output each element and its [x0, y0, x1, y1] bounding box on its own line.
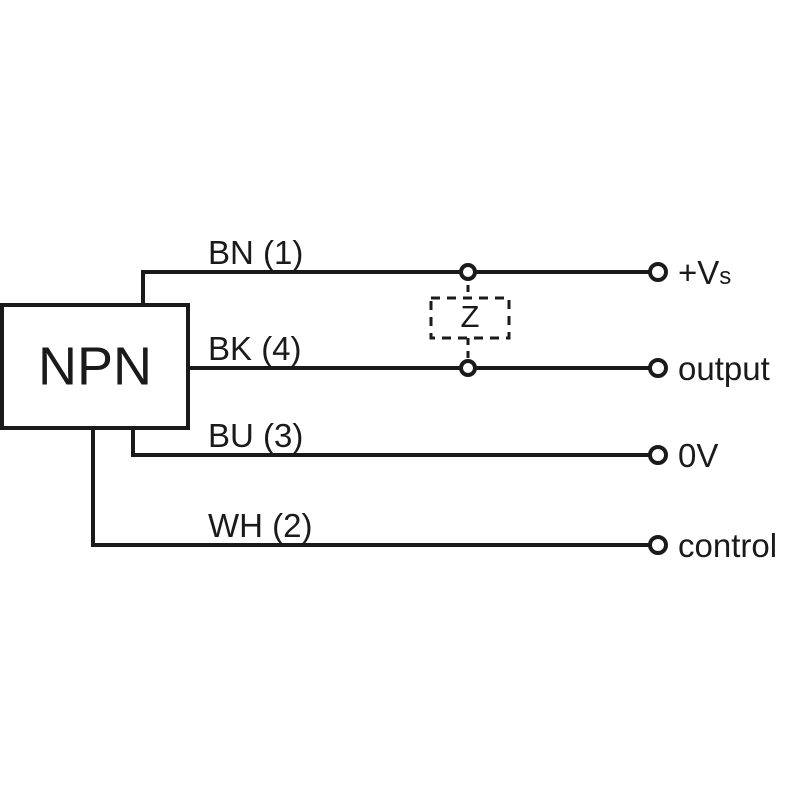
terminal-label-vs-subscript: s — [719, 263, 731, 290]
wire-label-wh: WH (2) — [208, 507, 312, 544]
wire-path-bn — [141, 270, 650, 305]
junction-node-bk — [459, 359, 477, 377]
junction-node-bn — [459, 263, 477, 281]
load-impedance-box — [429, 296, 511, 340]
npn-device-box — [0, 303, 190, 430]
wire-label-bk: BK (4) — [208, 330, 302, 367]
load-impedance-label: Z — [461, 299, 480, 334]
terminal-label-0v: 0V — [678, 437, 718, 474]
terminal-label-vs: +Vs — [678, 254, 731, 291]
wire-path-bu — [131, 428, 650, 457]
terminal-circle-output[interactable] — [648, 358, 668, 378]
terminal-circle-vs[interactable] — [648, 262, 668, 282]
wire-path-wh — [91, 428, 650, 547]
terminal-circle-control[interactable] — [648, 535, 668, 555]
terminal-label-control: control — [678, 527, 777, 564]
terminal-circle-0v[interactable] — [648, 445, 668, 465]
terminal-label-output: output — [678, 350, 770, 387]
wire-label-bu: BU (3) — [208, 417, 303, 454]
npn-device-label: NPN — [38, 336, 152, 396]
wire-label-bn: BN (1) — [208, 234, 303, 271]
terminal-label-vs-main: +V — [678, 254, 719, 291]
